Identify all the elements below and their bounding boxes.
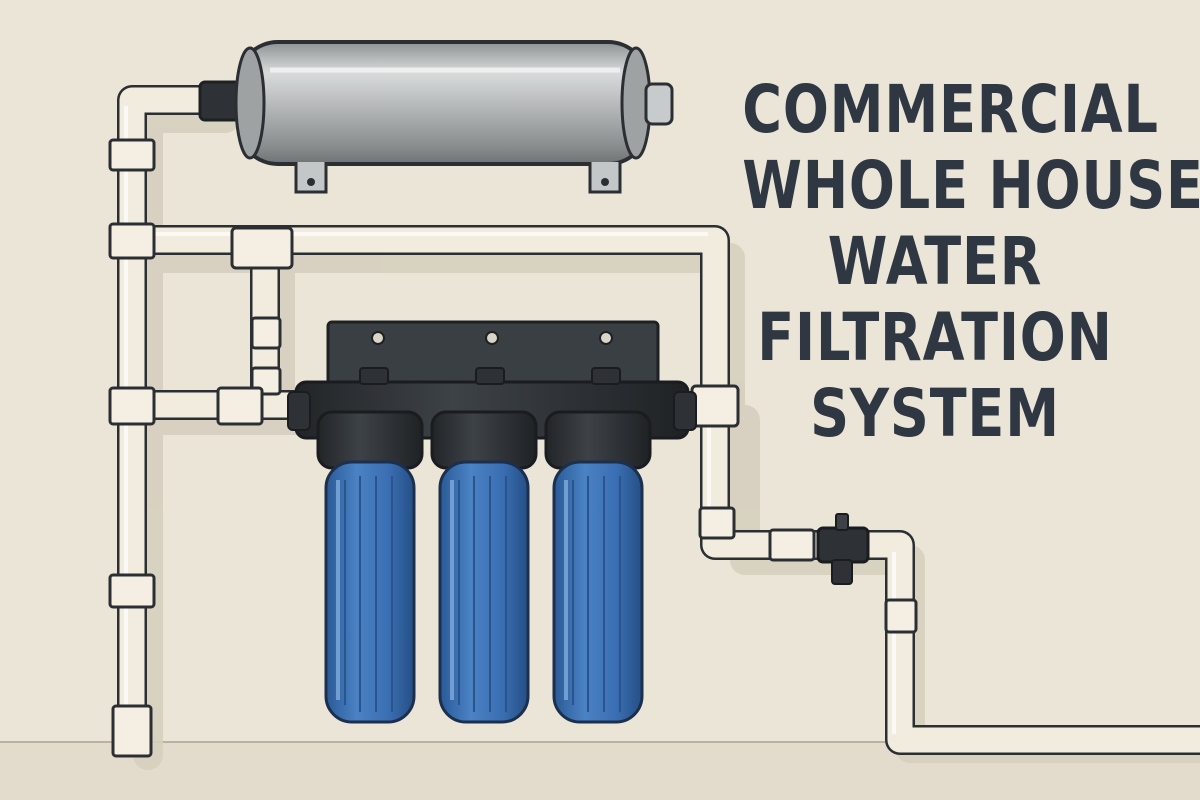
page-title: COMMERCIAL WHOLE HOUSE WATER FILTRATION … [742, 71, 1200, 452]
title-line-5: SYSTEM [810, 375, 1060, 452]
filter-housing-1 [316, 410, 424, 724]
title-line-3: WATER [827, 223, 1043, 300]
title-line-2: WHOLE HOUSE [742, 147, 1200, 224]
title-line-4: FILTRATION [757, 299, 1113, 376]
mounting-bracket [326, 320, 660, 386]
pressure-tank [198, 40, 674, 194]
manifold-ports [287, 391, 697, 431]
filter-housing-3 [544, 410, 652, 724]
shutoff-valve [816, 513, 870, 585]
filter-housing-2 [430, 410, 538, 724]
pipe-fittings [108, 138, 918, 758]
title-line-1: COMMERCIAL [742, 71, 1159, 148]
